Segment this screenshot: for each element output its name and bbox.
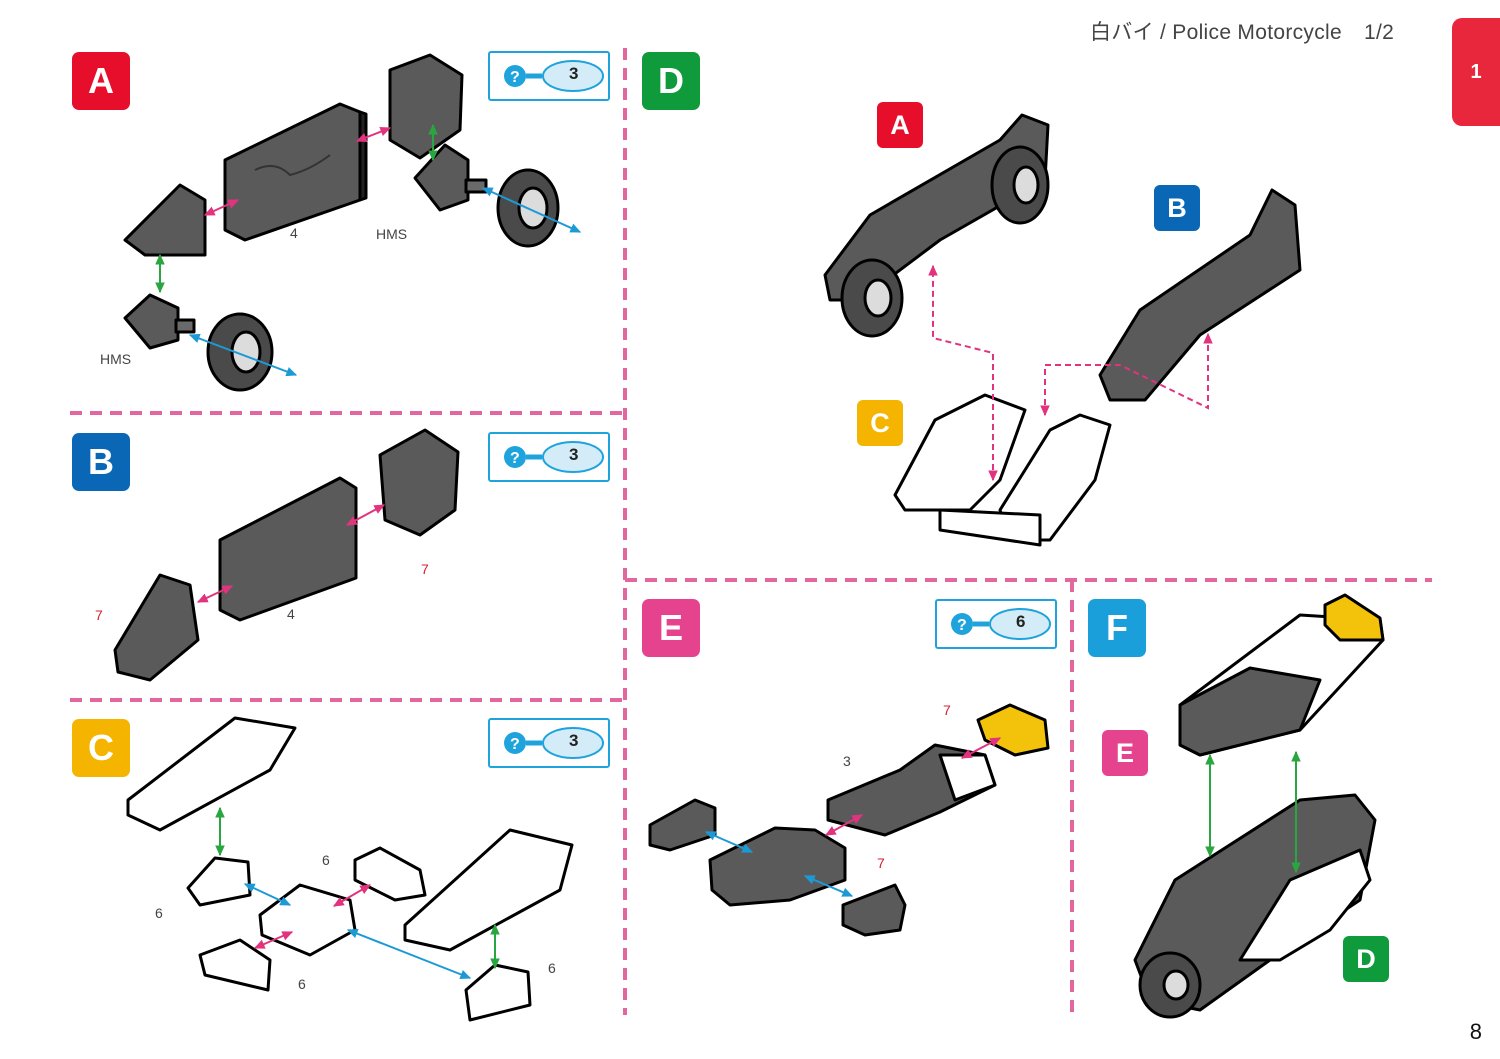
svg-text:?: ? xyxy=(510,736,520,753)
part-label: 7 xyxy=(95,607,103,623)
step-f-parts xyxy=(1133,593,1385,1019)
callout-e: E xyxy=(1102,730,1148,776)
step-a-parts xyxy=(123,53,560,392)
part-label: 7 xyxy=(943,702,951,718)
step-f-badge: F xyxy=(1088,599,1146,657)
part-label: 7 xyxy=(421,561,429,577)
hint-count: 3 xyxy=(569,64,579,83)
chapter-tab[interactable]: 1 xyxy=(1452,18,1500,126)
part-label: HMS xyxy=(376,226,408,242)
help-icon: ? xyxy=(951,608,1051,640)
step-a-arrows xyxy=(155,123,582,377)
callout-b: B xyxy=(1154,185,1200,231)
hint-count: 3 xyxy=(569,731,579,750)
step-c-badge: C xyxy=(72,719,130,777)
page-title: 白バイ / Police Motorcycle xyxy=(1090,21,1342,44)
step-b-arrows xyxy=(196,504,386,603)
step-f-arrows xyxy=(1205,750,1301,874)
part-label: 7 xyxy=(877,855,885,871)
step-a-hint[interactable]: ? 3 xyxy=(488,51,610,101)
hint-count: 6 xyxy=(1016,612,1026,631)
step-e-hint[interactable]: ? 6 xyxy=(935,599,1057,649)
part-label: 6 xyxy=(548,960,556,976)
callout-c: C xyxy=(857,400,903,446)
part-label: 4 xyxy=(290,225,298,241)
step-d-arrows xyxy=(928,264,1213,482)
part-label: 3 xyxy=(843,753,851,769)
help-icon: ? xyxy=(504,60,604,92)
step-b-hint[interactable]: ? 3 xyxy=(488,432,610,482)
svg-text:?: ? xyxy=(957,617,967,634)
page-number: 8 xyxy=(1469,1019,1482,1044)
page-of: 1/2 xyxy=(1363,21,1395,44)
step-e-parts xyxy=(648,703,1050,937)
step-b-badge: B xyxy=(72,433,130,491)
panel-dividers xyxy=(70,48,1432,1015)
step-c-arrows xyxy=(215,806,500,979)
part-label: 4 xyxy=(287,606,295,622)
step-c-hint[interactable]: ? 3 xyxy=(488,718,610,768)
svg-text:?: ? xyxy=(510,450,520,467)
step-b-parts xyxy=(113,428,460,682)
page-header: 白バイ / Police Motorcycle 1/2 xyxy=(1090,16,1394,46)
help-icon: ? xyxy=(504,441,604,473)
part-label: 6 xyxy=(322,852,330,868)
step-e-badge: E xyxy=(642,599,700,657)
step-e-arrows xyxy=(704,737,1002,897)
part-label: 6 xyxy=(155,905,163,921)
part-label: HMS xyxy=(100,351,132,367)
step-a-badge: A xyxy=(72,52,130,110)
step-d-badge: D xyxy=(642,52,700,110)
help-icon: ? xyxy=(504,727,604,759)
callout-d: D xyxy=(1343,936,1389,982)
step-c-parts xyxy=(126,716,574,1022)
svg-text:?: ? xyxy=(510,69,520,86)
hint-count: 3 xyxy=(569,445,579,464)
callout-a: A xyxy=(877,102,923,148)
part-label: 6 xyxy=(298,976,306,992)
step-d-parts xyxy=(823,113,1302,547)
